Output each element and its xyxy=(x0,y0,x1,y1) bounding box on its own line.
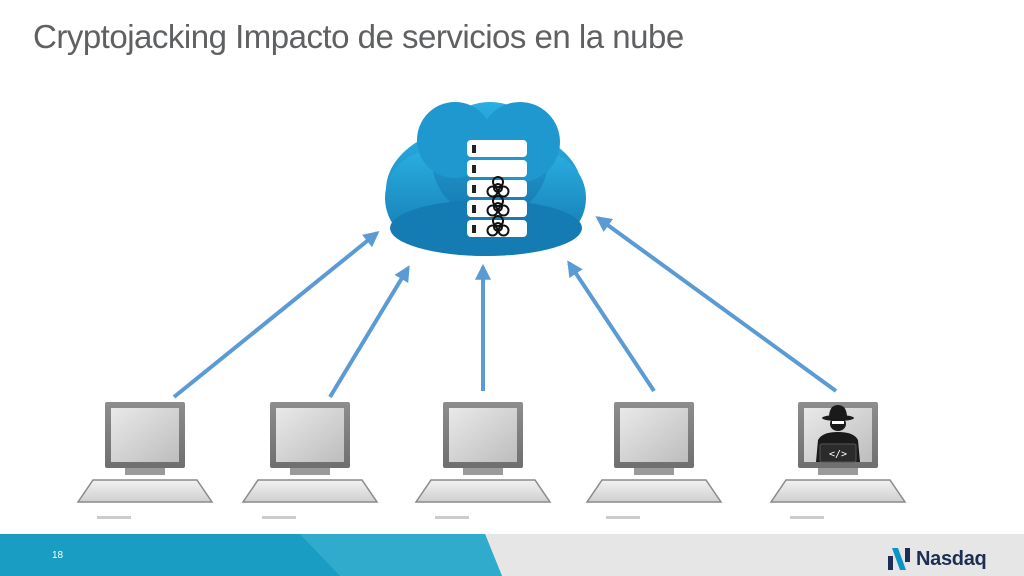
biohazard-icon xyxy=(486,195,510,217)
biohazard-icon xyxy=(486,176,510,198)
connection-arrow xyxy=(567,260,656,393)
connection-arrow xyxy=(328,265,410,399)
biohazard-icon xyxy=(486,215,510,237)
slide-number: 18 xyxy=(52,550,64,561)
connection-arrow xyxy=(172,230,380,399)
slide-title: Cryptojacking Impacto de servicios en la… xyxy=(33,18,684,55)
hacker-computer-icon: </> xyxy=(769,402,907,519)
computer-icon xyxy=(414,402,552,519)
nasdaq-logo-text: Nasdaq xyxy=(916,547,987,570)
footer-band xyxy=(0,534,1024,576)
computer-icon xyxy=(76,402,214,519)
nasdaq-logo-mark-icon xyxy=(888,548,910,570)
code-symbol-text: </> xyxy=(829,449,847,460)
connection-arrow xyxy=(595,216,838,393)
server-unit xyxy=(467,140,527,157)
computer-icon xyxy=(585,402,723,519)
server-unit xyxy=(467,160,527,177)
nasdaq-logo: Nasdaq xyxy=(886,545,987,573)
computer-icon xyxy=(241,402,379,519)
